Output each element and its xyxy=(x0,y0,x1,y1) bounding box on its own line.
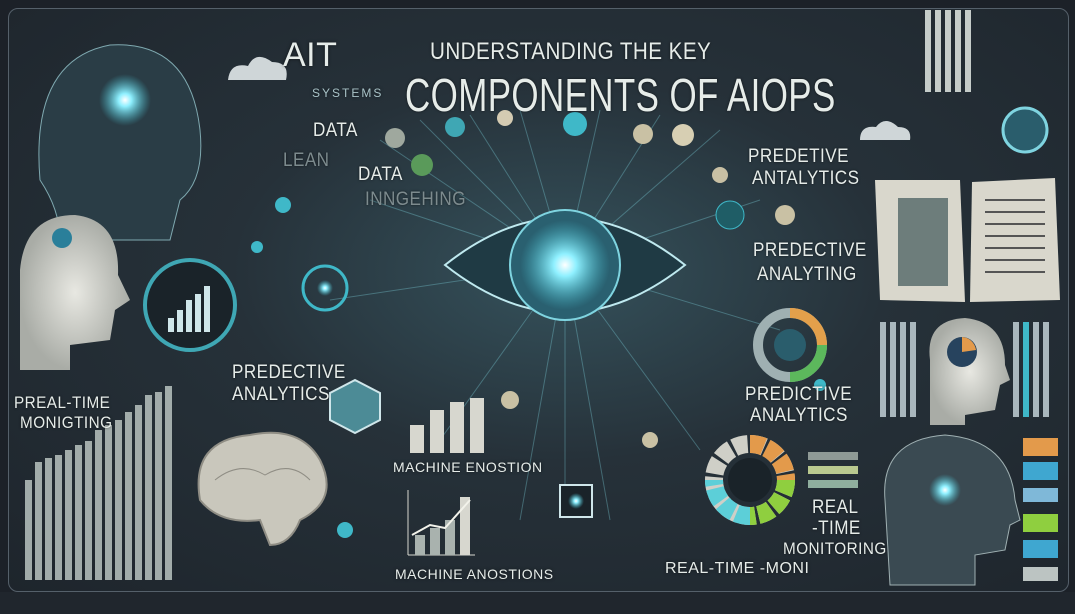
systems-label: SYSTEMS xyxy=(312,86,384,100)
real-time-label-bottom: REAL-TIME -MONI xyxy=(665,560,810,577)
bar-chart-gauge xyxy=(143,258,237,352)
gauge-icon-color-wheel xyxy=(705,435,795,525)
monitoring-label-right: MONITORING xyxy=(783,539,887,558)
data-label-1: DATA xyxy=(313,120,358,141)
slider-bars xyxy=(808,452,858,488)
bottom-strip xyxy=(0,592,1075,614)
bar-grid-right xyxy=(880,322,1049,417)
brain-icon xyxy=(197,431,328,547)
title-line-2: COMPONENTS OF AIOPS xyxy=(405,69,836,121)
bar-chart-top-right xyxy=(925,10,971,92)
machine-anostions-label: MACHINE ANOSTIONS xyxy=(395,566,554,582)
book-icon xyxy=(875,178,1060,302)
head-icon-left xyxy=(20,215,130,370)
ait-label: AIT xyxy=(283,36,338,74)
circle-icon-top-right xyxy=(1001,106,1049,154)
real-time-label-left: PREAL-TIME xyxy=(14,393,111,412)
time-label-right: -TIME xyxy=(812,518,861,539)
antalytics-label: ANTALYTICS xyxy=(752,168,860,189)
chip-icon xyxy=(559,484,593,518)
title-line-1: UNDERSTANDING THE KEY xyxy=(430,38,712,65)
color-swatches xyxy=(1023,438,1058,581)
cloud-icon xyxy=(228,56,287,80)
monigting-label-left: MONIGTING xyxy=(20,413,113,432)
predetive-label: PREDETIVE xyxy=(748,146,849,167)
hexagon-icon xyxy=(329,378,381,435)
predective-label-2: PREDECTIVE xyxy=(753,240,867,261)
head-icon-top-left xyxy=(38,44,202,241)
analyting-label: ANALYTING xyxy=(757,264,857,285)
machine-enostion-label: MACHINE ENOSTION xyxy=(393,459,543,475)
cloud-icon-right xyxy=(860,121,911,140)
head-icon-bottom-right xyxy=(884,434,1021,586)
ingehing-label: INNGEHING xyxy=(365,189,466,210)
lean-label: LEAN xyxy=(283,150,330,171)
analytics-label-left: ANALYTICS xyxy=(232,384,330,405)
line-chart-machine xyxy=(407,490,475,556)
data-label-2: DATA xyxy=(358,164,403,185)
network-nodes xyxy=(251,110,826,538)
head-icon-right xyxy=(929,318,1010,425)
eye-icon xyxy=(443,209,687,321)
bar-chart-left xyxy=(25,386,172,580)
gauge-icon-pie xyxy=(753,308,827,382)
analytics-label-3: ANALYTICS xyxy=(750,405,848,426)
bar-chart-machine xyxy=(410,398,484,453)
real-label-right: REAL xyxy=(812,497,859,518)
predective-label-left: PREDECTIVE xyxy=(232,362,346,383)
predictive-label-3: PREDICTIVE xyxy=(745,384,853,405)
